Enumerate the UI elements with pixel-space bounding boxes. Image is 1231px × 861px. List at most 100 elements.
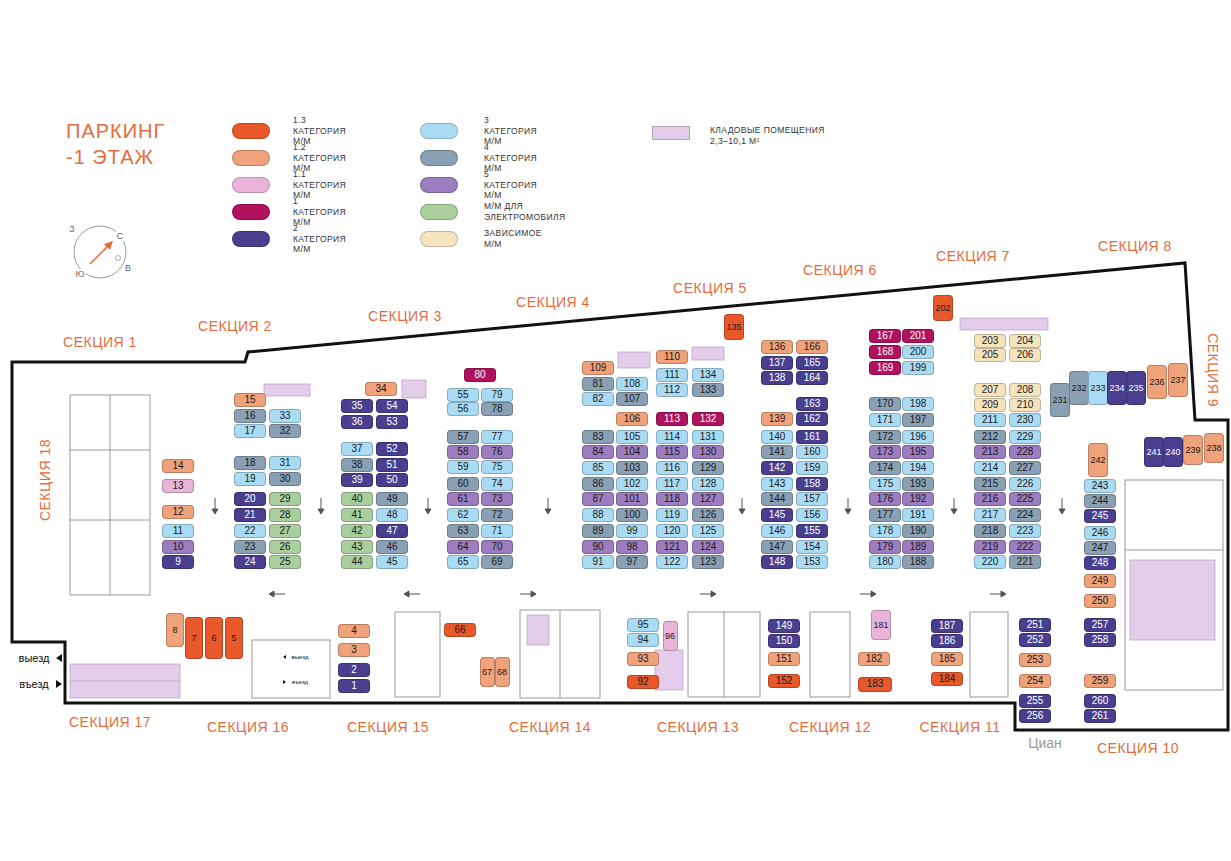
spot-number: 94 [637,635,648,645]
spot-number: 100 [624,510,641,520]
parking-spot: 202 [933,295,953,321]
spot-number: 77 [491,432,502,442]
parking-spot: 78 [481,402,513,416]
parking-spot: 97 [616,555,648,569]
legend-text: 3 КАТЕГОРИЯ М/М [484,115,537,147]
spot-number: 135 [726,323,741,332]
spot-number: 87 [592,494,603,504]
parking-spot: 65 [447,555,479,569]
parking-spot: 10 [162,540,194,554]
spot-number: 174 [877,463,894,473]
spot-number: 253 [1027,655,1044,665]
spot-number: 239 [1185,446,1200,455]
spot-number: 157 [804,494,821,504]
parking-spot: 169 [869,361,901,375]
parking-spot: 13 [162,479,194,493]
spot-number: 242 [1090,456,1105,465]
parking-spot: 208 [1009,383,1041,397]
spot-number: 92 [637,677,648,687]
spot-number: 167 [877,331,894,341]
spot-number: 164 [804,373,821,383]
spot-number: 133 [700,385,717,395]
spot-number: 21 [244,510,255,520]
parking-spot: 179 [869,540,901,554]
spot-number: 11 [173,526,183,536]
spot-number: 237 [1170,376,1185,385]
parking-spot: 23 [234,540,266,554]
spot-number: 119 [664,510,680,520]
parking-spot: 12 [162,505,194,519]
spot-number: 229 [1017,432,1034,442]
spot-number: 65 [457,557,468,567]
parking-spot: 53 [376,415,408,429]
parking-spot: 36 [341,415,373,429]
spot-number: 188 [910,557,927,567]
spot-number: 248 [1092,558,1109,568]
legend-text: 1 КАТЕГОРИЯ М/М [293,196,346,228]
parking-spot: 133 [692,383,724,397]
spot-number: 235 [1128,384,1143,393]
building-outline [12,263,1228,730]
spot-number: 155 [804,526,821,536]
parking-spot: 73 [481,492,513,506]
spot-number: 19 [244,474,255,484]
parking-spot: 45 [376,555,408,569]
section-label: СЕКЦИЯ 10 [1097,740,1179,756]
spot-number: 23 [244,542,255,552]
section-label: СЕКЦИЯ 13 [657,719,739,735]
exit-label: въезд [19,678,48,691]
parking-spot: 124 [692,540,724,554]
spot-number: 9 [175,557,181,567]
spot-number: 42 [351,526,362,536]
spot-number: 212 [982,432,999,442]
spot-number: 218 [982,526,999,536]
spot-number: 131 [700,432,717,442]
spot-number: 54 [386,401,397,411]
spot-number: 125 [700,526,717,536]
spot-number: 219 [982,542,999,552]
spot-number: 55 [457,390,468,400]
spot-number: 226 [1017,479,1034,489]
legend-text: ЗАВИСИМОЕ М/М [484,228,542,249]
parking-spot: 261 [1084,709,1116,723]
parking-spot: 119 [656,508,688,522]
spot-number: 189 [910,542,927,552]
spot-number: 258 [1092,635,1109,645]
spot-number: 141 [769,447,786,457]
parking-spot: 99 [616,524,648,538]
spot-number: 46 [386,542,397,552]
parking-spot: 5 [225,617,243,659]
spot-number: 37 [351,444,362,454]
parking-spot: 63 [447,524,479,538]
parking-spot: 77 [481,430,513,444]
spot-number: 210 [1017,400,1034,410]
parking-spot: 153 [796,555,828,569]
section-label: СЕКЦИЯ 7 [936,248,1010,264]
legend-text: 2 КАТЕГОРИЯ М/М [293,223,346,255]
spot-number: 86 [592,479,603,489]
parking-spot: 55 [447,388,479,402]
parking-spot: 17 [234,424,266,438]
spot-number: 1 [351,681,357,691]
parking-spot: 113 [656,412,688,426]
spot-number: 63 [457,526,468,536]
parking-spot: 27 [269,524,301,538]
parking-spot: 88 [582,508,614,522]
parking-spot: 18 [234,456,266,470]
spot-number: 194 [910,463,927,473]
parking-spot: 31 [269,456,301,470]
parking-spot: 131 [692,430,724,444]
spot-number: 197 [910,415,927,425]
spot-number: 175 [877,479,894,489]
parking-spot: 234 [1107,371,1127,405]
parking-spot: 52 [376,442,408,456]
spot-number: 89 [592,526,603,536]
spot-number: 225 [1017,494,1034,504]
spot-number: 43 [351,542,362,552]
spot-number: 127 [700,494,717,504]
parking-spot: 33 [269,409,301,423]
spot-number: 256 [1027,711,1044,721]
spot-number: 116 [664,463,680,473]
section-label: СЕКЦИЯ 14 [509,719,591,735]
parking-spot: 204 [1009,334,1041,348]
